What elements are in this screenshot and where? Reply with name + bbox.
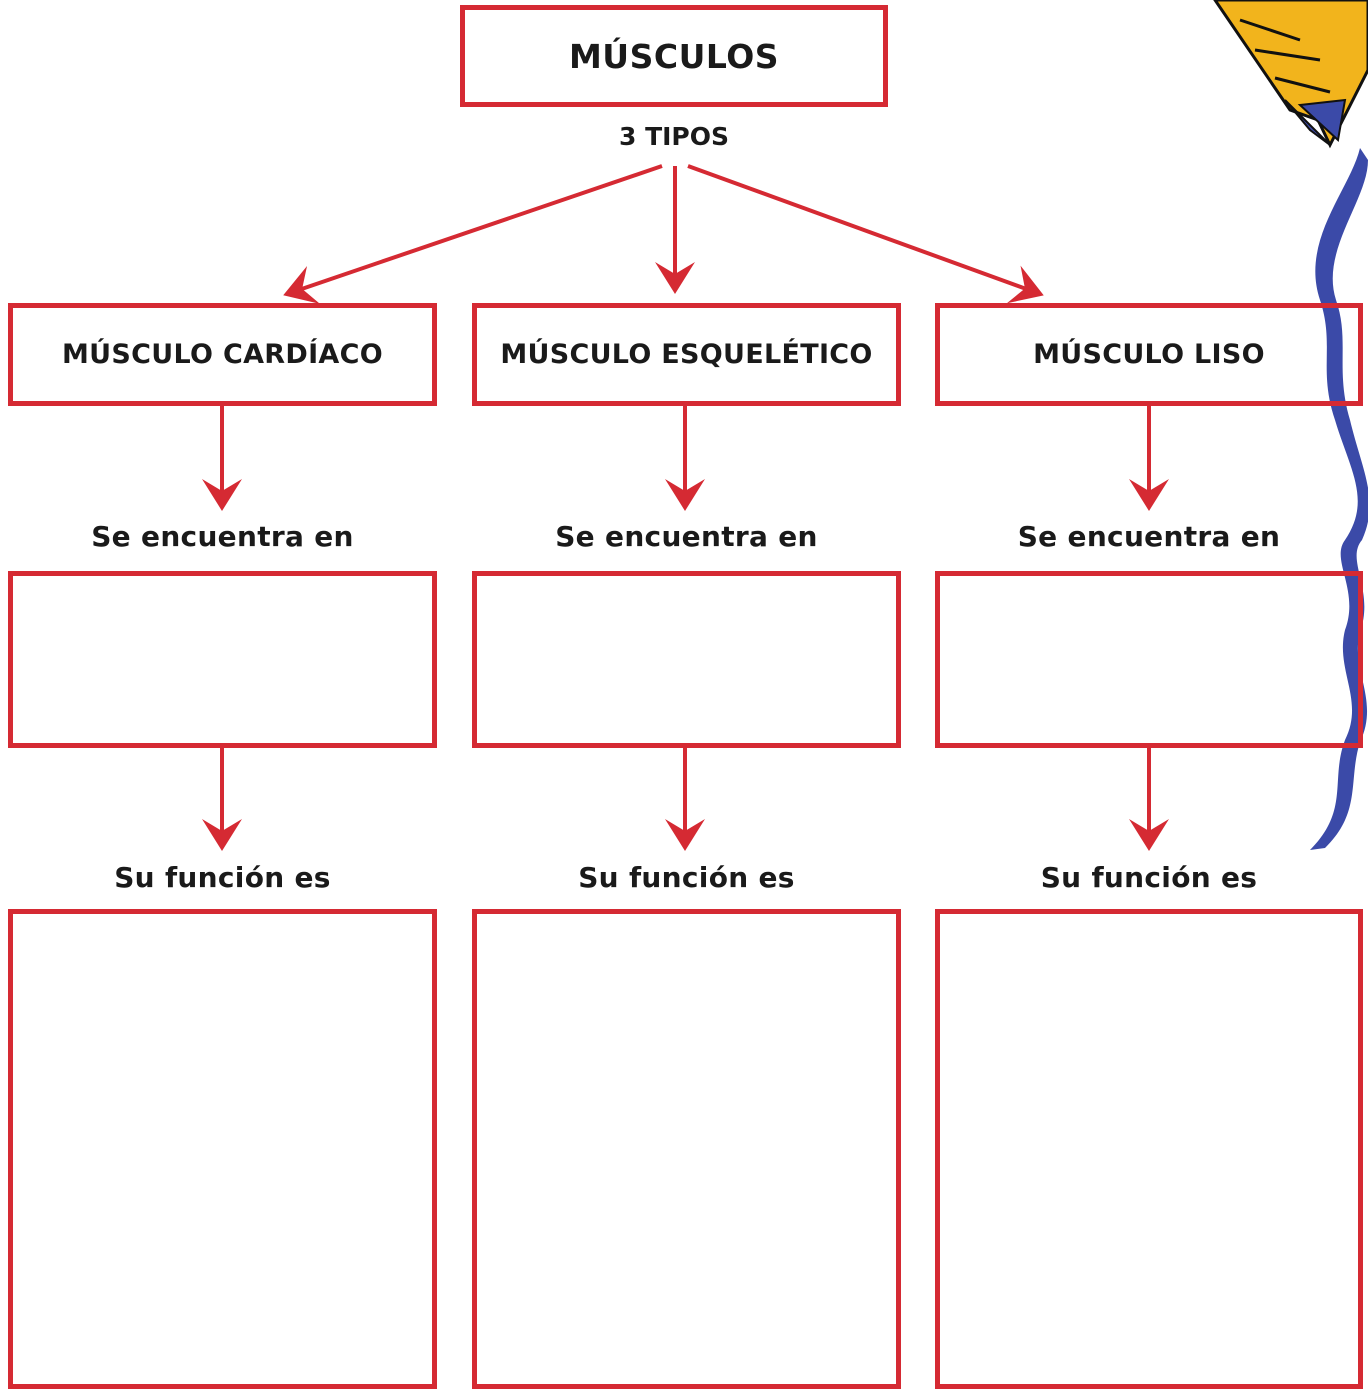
function-label: Su función es [1040, 861, 1258, 894]
found-label: Se encuentra en [91, 520, 354, 553]
type-box-esqueletico: MÚSCULO ESQUELÉTICO [472, 303, 901, 406]
function-answer-box-cardiaco[interactable] [8, 909, 437, 1389]
function-answer-box-esqueletico[interactable] [472, 909, 901, 1389]
arrow-to-liso [687, 164, 1044, 304]
type-box-cardiaco: MÚSCULO CARDÍACO [8, 303, 437, 406]
found-label: Se encuentra en [1017, 520, 1281, 553]
found-answer-box-esqueletico[interactable] [472, 571, 901, 748]
found-answer-box-liso[interactable] [935, 571, 1363, 748]
type-label: MÚSCULO ESQUELÉTICO [500, 339, 873, 370]
title-box: MÚSCULOS [460, 5, 888, 107]
type-label: MÚSCULO CARDÍACO [62, 339, 383, 370]
function-label: Su función es [114, 861, 331, 894]
subtitle: 3 TIPOS [618, 122, 730, 151]
function-label: Su función es [578, 861, 795, 894]
page-title: MÚSCULOS [568, 36, 780, 76]
arrow-to-cardiaco [283, 164, 663, 304]
found-label: Se encuentra en [555, 520, 818, 553]
ribbon-decoration [1310, 148, 1368, 850]
type-box-liso: MÚSCULO LISO [935, 303, 1363, 406]
found-answer-box-cardiaco[interactable] [8, 571, 437, 748]
function-answer-box-liso[interactable] [935, 909, 1363, 1389]
type-label: MÚSCULO LISO [1033, 339, 1265, 370]
pen-icon [1213, 0, 1368, 149]
